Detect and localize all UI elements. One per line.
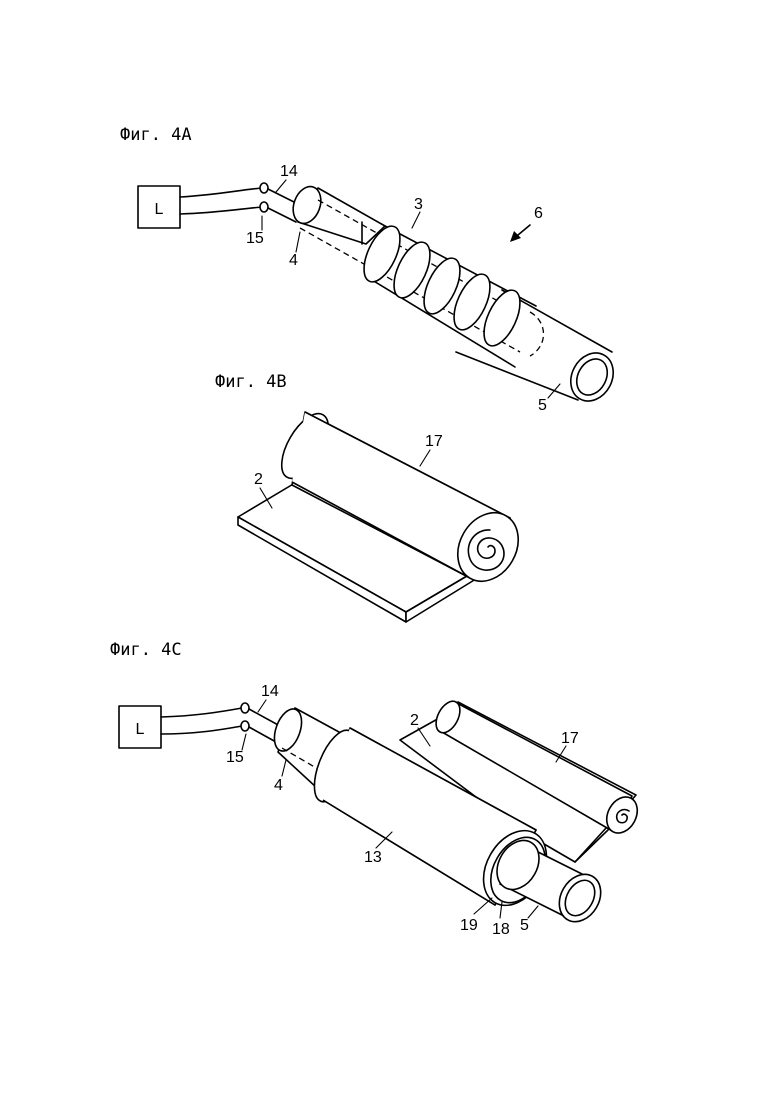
ref-17: 17 <box>425 433 443 450</box>
ref-17-4c: 17 <box>561 730 579 747</box>
wire-lower <box>180 207 262 214</box>
figure-4a-label: Фиг. 4А <box>120 125 192 145</box>
ref-2-4c: 2 <box>410 712 419 729</box>
ref-4-4c: 4 <box>274 777 283 794</box>
terminal-14-4c <box>241 703 249 713</box>
wire-upper-4c <box>161 708 242 717</box>
ref-19: 19 <box>460 917 478 934</box>
figure-4c: Фиг. 4С L <box>110 640 643 938</box>
power-source-label: L <box>155 201 164 218</box>
wire-lower-4c <box>161 726 242 734</box>
figure-4b: Фиг. 4В 17 2 <box>215 372 530 622</box>
ref-15-4c: 15 <box>226 749 244 766</box>
ref-3: 3 <box>414 196 423 213</box>
terminal-15 <box>260 202 268 212</box>
ref-5: 5 <box>538 397 547 414</box>
ref-4: 4 <box>289 252 298 269</box>
terminal-14 <box>260 183 268 193</box>
ref-5-4c: 5 <box>520 917 529 934</box>
ref-2: 2 <box>254 471 263 488</box>
ref-13: 13 <box>364 849 382 866</box>
figure-4b-label: Фиг. 4В <box>215 372 287 392</box>
ref-6: 6 <box>534 205 543 222</box>
wire-upper <box>180 188 262 197</box>
lead-lower <box>268 208 296 222</box>
tube-5-end <box>563 346 622 409</box>
ref-14: 14 <box>280 163 298 180</box>
terminal-15-4c <box>241 721 249 731</box>
arrow-6-head <box>510 231 521 242</box>
power-source-label-4c: L <box>136 721 145 738</box>
coil-3 <box>357 221 544 367</box>
ref-18: 18 <box>492 921 510 938</box>
ref-15: 15 <box>246 230 264 247</box>
ref-14-4c: 14 <box>261 683 279 700</box>
figure-4a: Фиг. 4А L <box>120 125 621 414</box>
figure-4c-label: Фиг. 4С <box>110 640 182 660</box>
